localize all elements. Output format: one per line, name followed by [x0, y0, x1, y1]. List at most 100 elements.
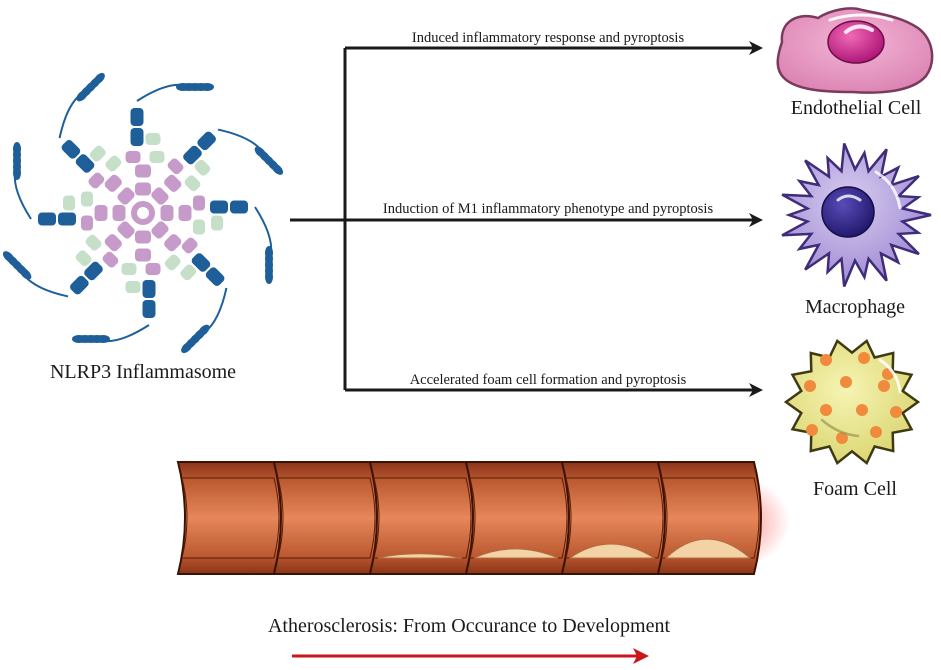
artery-progression-graphic: [176, 461, 790, 575]
asc-block: [167, 158, 184, 175]
caspase-block: [194, 159, 211, 176]
caspase-block: [193, 219, 205, 235]
asc-block: [104, 234, 122, 252]
lipid-droplet: [820, 404, 832, 416]
inflammasome-spoke: [151, 128, 284, 205]
caspase-block: [63, 195, 75, 211]
nlrp3-block: [210, 200, 228, 214]
nlrp3-block: [75, 154, 95, 173]
asc-block: [117, 221, 135, 239]
artery-lumen: [565, 477, 664, 559]
nlrp3-block: [130, 128, 144, 146]
inflammasome-spoke: [13, 142, 126, 231]
nlrp3-block: [205, 267, 225, 286]
caspase-block: [125, 281, 141, 293]
caspase-block: [164, 254, 181, 271]
lipid-droplet: [836, 432, 848, 444]
caspase-block: [121, 263, 137, 275]
inflammasome-spoke: [151, 221, 228, 354]
asc-block: [145, 263, 161, 275]
asc-block: [112, 205, 126, 221]
lrr-bead: [181, 341, 193, 354]
asc-block: [81, 215, 93, 231]
asc-block: [164, 234, 182, 252]
foam-cell-label: Foam Cell: [813, 478, 897, 500]
endothelial-cell-graphic: [776, 7, 934, 94]
artery-lumen: [373, 477, 472, 559]
nlrp3-block: [183, 145, 202, 165]
nlrp3-block: [70, 275, 89, 295]
atherosclerosis-caption: Atherosclerosis: From Occurance to Devel…: [268, 615, 671, 637]
artery-segment: [272, 461, 378, 575]
nlrp3-block: [61, 140, 81, 159]
asc-block: [164, 174, 182, 192]
asc-block: [151, 187, 169, 205]
caspase-block: [184, 175, 201, 192]
caspase-block: [145, 133, 161, 145]
artery-lumen: [181, 477, 280, 559]
nlrp3-block: [142, 300, 156, 318]
caspase-block: [81, 191, 93, 207]
asc-block: [135, 182, 151, 196]
asc-block: [151, 221, 169, 239]
asc-block: [135, 248, 151, 262]
lrr-bead: [265, 270, 273, 284]
plaque: [568, 543, 656, 559]
nlrp3-block: [130, 108, 144, 126]
lipid-droplet: [890, 406, 902, 418]
inflammasome-hub: [131, 201, 155, 225]
nlrp3-block: [84, 261, 103, 281]
inflammasome-spoke: [2, 221, 135, 298]
artery-lumen: [277, 477, 376, 559]
artery-segment: [368, 461, 474, 575]
asc-block: [88, 172, 105, 189]
lipid-droplet: [820, 354, 832, 366]
pathway-label-endothelial: Induced inflammatory response and pyropt…: [412, 30, 685, 46]
asc-block: [135, 230, 151, 244]
asc-block: [117, 187, 135, 205]
inflammasome-spoke: [58, 72, 135, 205]
asc-block: [181, 237, 198, 254]
caspase-block: [75, 250, 92, 267]
asc-block: [135, 164, 151, 178]
plaque: [377, 553, 463, 559]
lipid-droplet: [858, 352, 870, 364]
asc-block: [178, 205, 192, 221]
artery-lumen: [661, 477, 760, 559]
artery-segment: [464, 461, 570, 575]
caspase-block: [180, 264, 197, 281]
inflammasome-spoke: [72, 230, 161, 343]
nlrp3-block: [142, 280, 156, 298]
inflammasome-spoke: [125, 83, 214, 196]
lrr-bead: [72, 335, 86, 343]
caspase-block: [149, 151, 165, 163]
lrr-bead: [2, 251, 15, 263]
nlrp3-inflammasome-graphic: [2, 72, 284, 354]
artery-segment: [656, 461, 762, 575]
lipid-droplet: [856, 404, 868, 416]
macrophage-label: Macrophage: [805, 296, 905, 318]
endothelial-cell-label: Endothelial Cell: [791, 97, 922, 119]
foam-cell-graphic: [783, 338, 921, 466]
nlrp3-block: [38, 212, 56, 226]
caspase-block: [89, 145, 106, 162]
nlrp3-block: [230, 200, 248, 214]
pathway-label-macrophage: Induction of M1 inflammatory phenotype a…: [383, 201, 714, 217]
asc-block: [102, 251, 119, 268]
lipid-droplet: [878, 380, 890, 392]
caspase-block: [211, 215, 223, 231]
inflammasome-spoke: [160, 195, 273, 284]
lipid-droplet: [806, 424, 818, 436]
nlrp3-label: NLRP3 Inflammasome: [50, 361, 236, 383]
lipid-droplet: [870, 426, 882, 438]
asc-block: [94, 205, 108, 221]
pathway-label-foam-cell: Accelerated foam cell formation and pyro…: [410, 372, 687, 388]
asc-block: [125, 151, 141, 163]
nlrp3-block: [197, 131, 216, 151]
asc-block: [160, 205, 174, 221]
lrr-bead: [200, 83, 214, 91]
lipid-droplet: [840, 376, 852, 388]
macrophage-graphic: [781, 143, 932, 287]
artery-lumen: [469, 477, 568, 559]
